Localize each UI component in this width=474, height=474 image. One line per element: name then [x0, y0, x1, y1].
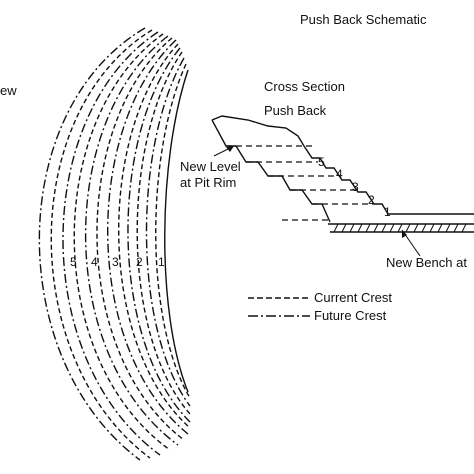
cross-section-heading: Cross Section	[264, 79, 345, 94]
diagram-title: Push Back Schematic	[300, 12, 427, 27]
plan-arc-current-2	[73, 33, 171, 451]
plan-arc-current-3	[96, 37, 185, 441]
plan-arc-future-5	[145, 57, 191, 407]
plan-arc-future-outer	[38, 27, 146, 461]
new-bench-arrowhead	[402, 230, 407, 238]
plan-arc-current-1	[50, 29, 153, 459]
new-level-arrowhead	[226, 146, 234, 152]
plan-bench-4: 4	[91, 255, 98, 269]
plan-arc-inner	[164, 69, 189, 393]
legend-current-crest-label: Current Crest	[314, 290, 393, 305]
plan-arc-future-4	[127, 47, 191, 423]
plan-arc-future-3	[107, 39, 189, 435]
cross-section-subheading: Push Back	[264, 103, 327, 118]
plan-arc-future-1	[62, 31, 161, 456]
plan-arc-current-6	[155, 63, 191, 399]
new-level-label-line1: New Level	[180, 159, 241, 174]
plan-bench-1: 1	[158, 255, 165, 269]
cross-section-bench-4: 4	[336, 167, 343, 181]
plan-arc-current-4	[118, 43, 191, 429]
new-bench-hatch	[333, 223, 467, 233]
plan-bench-3: 3	[112, 255, 119, 269]
cross-section-future-profile	[303, 145, 474, 215]
cross-section-bench-3: 3	[352, 180, 359, 194]
cross-section-bench-5: 5	[318, 155, 325, 169]
new-level-label-line2: at Pit Rim	[180, 175, 237, 190]
plan-view-label-fragment: ew	[0, 83, 17, 98]
cross-section-rim	[211, 115, 305, 147]
new-bench-label: New Bench at	[386, 255, 467, 270]
plan-arc-future-2	[84, 35, 179, 446]
cross-section-bench-1: 1	[384, 205, 391, 219]
legend-future-crest-label: Future Crest	[314, 308, 387, 323]
plan-bench-2: 2	[136, 255, 143, 269]
plan-bench-5: 5	[70, 255, 77, 269]
cross-section-bench-2: 2	[368, 193, 375, 207]
